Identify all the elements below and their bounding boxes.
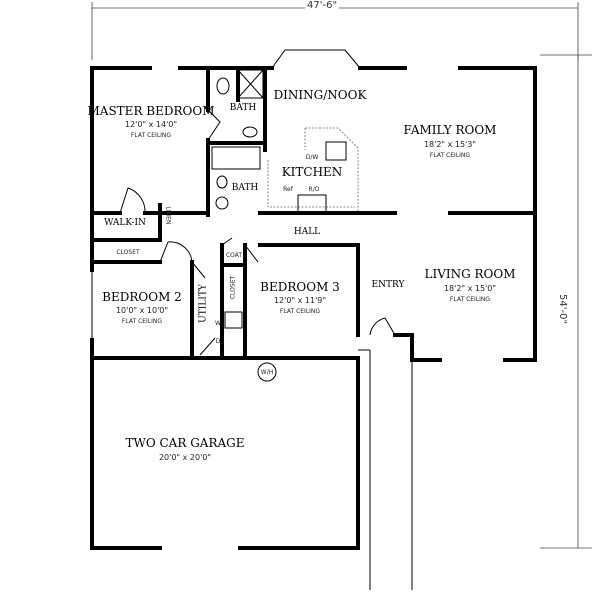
sink — [242, 126, 258, 138]
washer — [224, 311, 243, 329]
room-closet-bedroom-3: CLOSET — [229, 275, 237, 300]
room-size: 20'0" x 20'0" — [158, 453, 212, 462]
range-oven-label: R/O — [308, 186, 320, 193]
room-name: BEDROOM 3 — [260, 280, 340, 294]
refrigerator-label: Ref — [283, 186, 293, 193]
room-dining-nook: DINING/NOOK — [273, 88, 367, 102]
water-heater-label: W/H — [260, 369, 274, 376]
toilet — [216, 175, 228, 189]
room-size: 18'2" x 15'0" — [443, 284, 497, 293]
ceiling-type: FLAT CEILING — [121, 318, 163, 325]
room-bath-1: BATH — [229, 103, 257, 113]
room-name: MASTER BEDROOM — [87, 104, 215, 118]
kitchen-sink — [325, 141, 347, 161]
overall-depth: 54'-0" — [557, 292, 568, 327]
doors — [119, 109, 396, 356]
range — [297, 194, 327, 214]
dryer-label: D — [215, 338, 221, 345]
sink — [215, 196, 229, 210]
dimension-lines — [91, 2, 592, 549]
room-size: 10'0" x 10'0" — [115, 306, 169, 315]
bathtub — [211, 146, 261, 170]
room-linen: LINEN — [164, 206, 172, 225]
fixtures — [211, 69, 413, 590]
room-bath-2: BATH — [231, 183, 259, 193]
dishwasher-label: D/W — [305, 154, 319, 161]
room-name: KITCHEN — [281, 165, 343, 179]
room-size: 12'0" x 14'0" — [124, 120, 178, 129]
room-closet-bedroom-2: CLOSET — [116, 249, 140, 256]
toilet — [216, 77, 230, 95]
interior-walls — [90, 66, 537, 360]
room-coat-closet: COAT — [225, 252, 243, 259]
ceiling-type: FLAT CEILING — [279, 308, 321, 315]
room-name: LIVING ROOM — [424, 267, 516, 281]
shower — [237, 69, 264, 99]
room-walk-in: WALK-IN — [104, 218, 146, 228]
ceiling-type: FLAT CEILING — [130, 132, 172, 139]
washer-label: W — [215, 320, 221, 327]
room-size: 12'0" x 11'9" — [273, 296, 327, 305]
room-entry: ENTRY — [371, 280, 405, 290]
room-name: FAMILY ROOM — [403, 123, 497, 137]
exterior-walls — [90, 49, 537, 550]
overall-width: 47'-6" — [305, 0, 340, 11]
room-name: BEDROOM 2 — [102, 290, 182, 304]
room-size: 18'2" x 15'3" — [423, 140, 477, 149]
room-hall: HALL — [293, 227, 321, 237]
room-name: UTILITY — [198, 284, 209, 323]
ceiling-type: FLAT CEILING — [429, 152, 471, 159]
water-heater — [257, 362, 277, 382]
ceiling-type: FLAT CEILING — [449, 296, 491, 303]
room-name: TWO CAR GARAGE — [125, 436, 245, 450]
